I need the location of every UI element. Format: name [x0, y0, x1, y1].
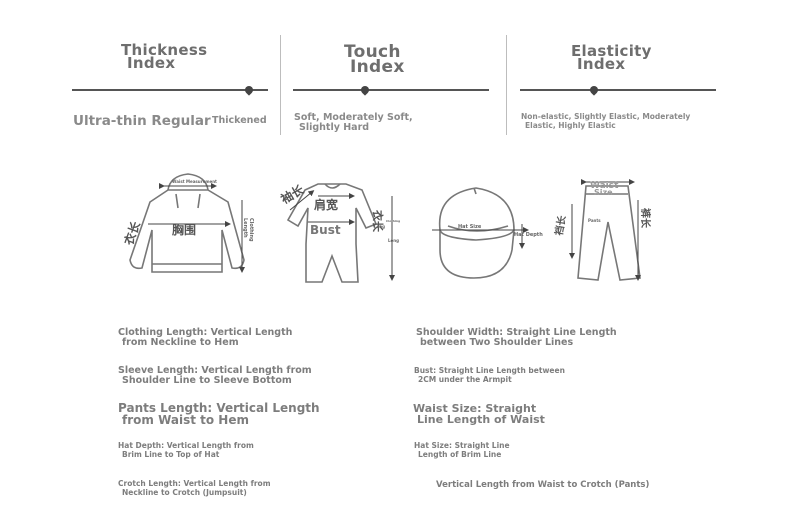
desc-waist-size-line1: Waist Size: Straight: [413, 402, 537, 415]
hoodie-sleeve-label: 衣长: [121, 218, 144, 247]
desc-shoulder-width-line1: Shoulder Width: Straight Line Length: [416, 327, 617, 338]
desc-pants-length-line1: Pants Length: Vertical Length: [118, 401, 320, 415]
desc-shoulder-width: Shoulder Width: Straight Line Length bet…: [416, 328, 617, 348]
hoodie-top-label: Waist Measurement: [172, 179, 217, 184]
desc-sleeve-length-line1: Sleeve Length: Vertical Length from: [118, 365, 312, 376]
desc-shoulder-width-line2: between Two Shoulder Lines: [420, 337, 574, 348]
jumpsuit-bust-label: Bust: [310, 223, 341, 237]
desc-clothing-length: Clothing Length: Vertical Length from Ne…: [118, 328, 292, 348]
desc-hat-size-line2: Length of Brim Line: [418, 450, 502, 459]
elasticity-marker-icon: [588, 84, 600, 96]
desc-hat-depth: Hat Depth: Vertical Length from Brim Lin…: [118, 441, 254, 459]
desc-clothing-length-line2: from Neckline to Hem: [122, 337, 239, 348]
divider-1: [280, 35, 281, 135]
desc-pants-length: Pants Length: Vertical Length from Waist…: [118, 402, 320, 426]
desc-bust-line2: 2CM under the Armpit: [418, 375, 512, 384]
desc-bust: Bust: Straight Line Length between 2CM u…: [414, 366, 565, 384]
hoodie-chest-label: 胸围: [172, 222, 196, 237]
pants-pants-label: Pants: [588, 218, 601, 223]
touch-options: Soft, Moderately Soft, Slightly Hard: [294, 113, 413, 133]
thickness-scale-line: [72, 89, 268, 91]
desc-waist-size-line2: Line Length of Waist: [417, 413, 545, 426]
touch-option-line1: Soft, Moderately Soft,: [294, 112, 413, 123]
desc-hat-depth-line1: Hat Depth: Vertical Length from: [118, 441, 254, 450]
hoodie-length-line2: Length: [242, 218, 248, 238]
pants-left-label: 裆长: [552, 214, 569, 238]
elasticity-scale-line: [520, 89, 716, 91]
desc-crotch-length: Crotch Length: Vertical Length from Neck…: [118, 479, 271, 497]
thickness-option-1: Ultra-thin Regular: [73, 113, 211, 129]
thickness-title-line2: Index: [127, 54, 176, 72]
jumpsuit-icon: [286, 183, 378, 283]
desc-sleeve-length: Sleeve Length: Vertical Length from Shou…: [118, 366, 312, 386]
thickness-marker-icon: [243, 84, 255, 96]
divider-2: [506, 35, 507, 135]
desc-hat-size: Hat Size: Straight Line Length of Brim L…: [414, 441, 510, 459]
hoodie-icon: [129, 173, 245, 273]
elasticity-options: Non-elastic, Slightly Elastic, Moderatel…: [521, 112, 690, 130]
cap-hat-size-label: Hat Size: [458, 224, 482, 230]
thickness-option-2: Thickened: [212, 115, 267, 126]
desc-waist-to-crotch: Vertical Length from Waist to Crotch (Pa…: [436, 480, 649, 490]
jumpsuit-sleeve-label: 袖长: [278, 181, 307, 206]
thickness-index-title: Thickness Index: [121, 41, 208, 72]
elasticity-index-title: Elasticity Index: [571, 42, 652, 73]
elasticity-option-line2: Elastic, Highly Elastic: [525, 121, 616, 130]
hoodie-length-line1: Clothing: [248, 218, 254, 242]
desc-hat-depth-line2: Brim Line to Top of Hat: [122, 450, 220, 459]
pants-size-label: Size: [594, 188, 613, 197]
desc-bust-line1: Bust: Straight Line Length between: [414, 366, 565, 375]
cap-icon: [438, 187, 515, 279]
touch-marker-icon: [359, 84, 371, 96]
pants-right-label: 裤长: [639, 208, 652, 229]
jumpsuit-side-line3: Long: [388, 238, 399, 243]
touch-title-line2: Index: [350, 57, 405, 77]
touch-scale-line: [293, 89, 489, 91]
jumpsuit-side-line1: Long: [374, 224, 385, 229]
desc-waist-size: Waist Size: Straight Line Length of Wais…: [413, 403, 545, 425]
jumpsuit-side-line2: Clothing: [386, 219, 400, 223]
elasticity-title-line2: Index: [577, 55, 626, 73]
desc-clothing-length-line1: Clothing Length: Vertical Length: [118, 327, 293, 338]
desc-pants-length-line2: from Waist to Hem: [122, 413, 249, 427]
desc-waist-to-crotch-line1: Vertical Length from Waist to Crotch (Pa…: [436, 480, 650, 490]
desc-crotch-length-line2: Neckline to Crotch (Jumpsuit): [122, 488, 247, 497]
touch-option-line2: Slightly Hard: [299, 122, 370, 133]
jumpsuit-length-label: 衣长: [371, 210, 385, 233]
elasticity-option-line1: Non-elastic, Slightly Elastic, Moderatel…: [521, 112, 691, 121]
cap-hat-depth-label: Hat Depth: [514, 232, 543, 238]
measurement-diagrams: Waist Measurement 胸围 衣长 Clothing Length …: [121, 173, 652, 283]
desc-sleeve-length-line2: Shoulder Line to Sleeve Bottom: [122, 375, 292, 386]
touch-title-line1: Touch: [344, 42, 401, 62]
pants-icon: [577, 185, 641, 281]
desc-crotch-length-line1: Crotch Length: Vertical Length from: [118, 479, 271, 488]
jumpsuit-shoulder-label: 肩宽: [314, 197, 338, 212]
thickness-title-line1: Thickness: [121, 41, 208, 59]
desc-hat-size-line1: Hat Size: Straight Line: [414, 441, 510, 450]
touch-index-title: Touch Index: [344, 42, 405, 77]
elasticity-title-line1: Elasticity: [571, 42, 652, 60]
pants-waist-label: Waist: [590, 181, 619, 191]
